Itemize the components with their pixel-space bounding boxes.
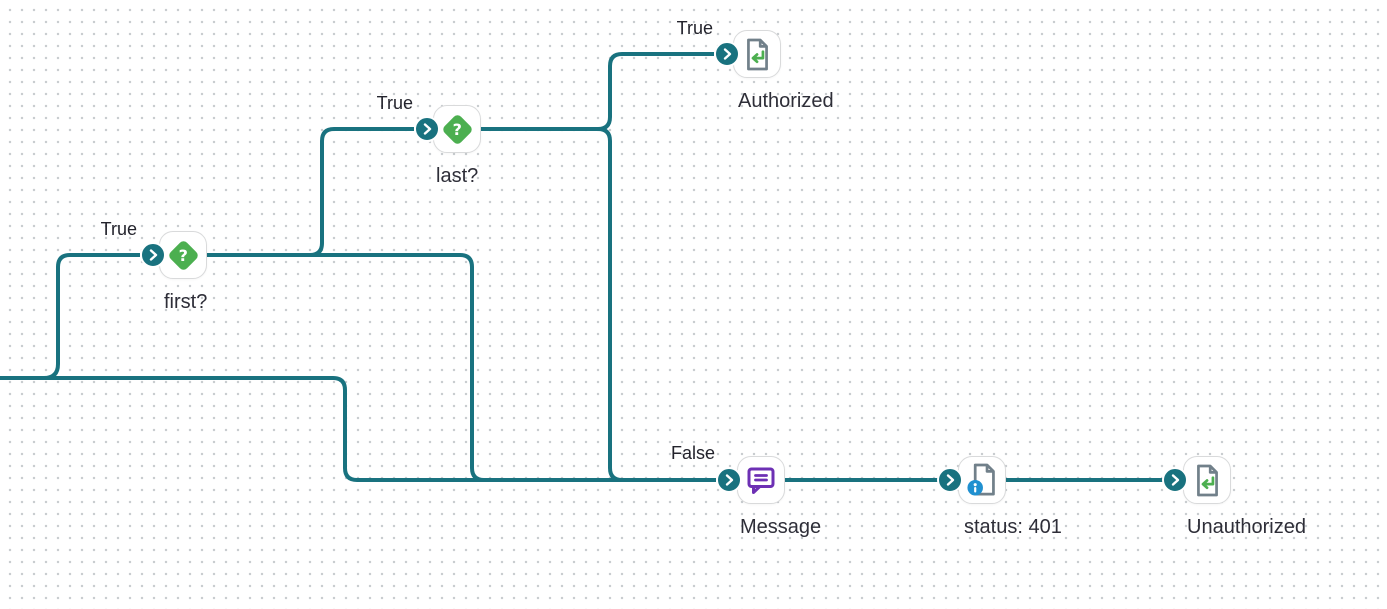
input-port-authorized[interactable]: [714, 41, 740, 67]
wire-last-true-to-authorized[interactable]: [481, 52, 714, 131]
chevron-right-icon: [149, 249, 158, 261]
node-label-first: first?: [164, 291, 208, 313]
node-first[interactable]: ?: [159, 231, 207, 279]
node-authorized[interactable]: [733, 30, 781, 78]
node-message[interactable]: [737, 456, 785, 504]
message-bubble-icon: [747, 467, 775, 494]
question-diamond-icon: ?: [440, 112, 474, 146]
document-return-icon: [1196, 464, 1218, 496]
input-port-last[interactable]: [414, 116, 440, 142]
input-port-message[interactable]: [716, 467, 742, 493]
wire-first-output-to-false-rail[interactable]: [207, 253, 500, 482]
branch-label-false-message: False: [670, 443, 715, 463]
branch-label-true-first: True: [100, 219, 137, 239]
node-last[interactable]: ?: [433, 105, 481, 153]
node-label-last: last?: [436, 165, 479, 187]
node-label-unauthorized: Unauthorized: [1187, 516, 1306, 538]
wire-entry-to-false-rail[interactable]: [0, 376, 716, 482]
branch-label-true-last: True: [376, 93, 413, 113]
input-port-first[interactable]: [140, 242, 166, 268]
wire-branch-true-to-first[interactable]: [43, 253, 140, 380]
node-status-401[interactable]: [958, 456, 1006, 504]
branch-label-true-authorized: True: [676, 18, 713, 38]
node-unauthorized[interactable]: [1183, 456, 1231, 504]
chevron-right-icon: [1171, 474, 1180, 486]
chevron-right-icon: [723, 48, 732, 60]
document-return-icon: [746, 38, 768, 70]
wire-branch-true-to-last[interactable]: [300, 127, 414, 257]
question-diamond-icon: ?: [166, 238, 200, 272]
wire-last-false-to-rail[interactable]: [597, 127, 640, 482]
node-label-status-401: status: 401: [964, 516, 1062, 538]
chevron-right-icon: [946, 474, 955, 486]
chevron-right-icon: [725, 474, 734, 486]
input-port-status-401[interactable]: [937, 467, 963, 493]
document-info-icon: [966, 463, 995, 496]
node-label-authorized: Authorized: [738, 90, 834, 112]
input-port-unauthorized[interactable]: [1162, 467, 1188, 493]
node-label-message: Message: [740, 516, 822, 538]
chevron-right-icon: [423, 123, 432, 135]
